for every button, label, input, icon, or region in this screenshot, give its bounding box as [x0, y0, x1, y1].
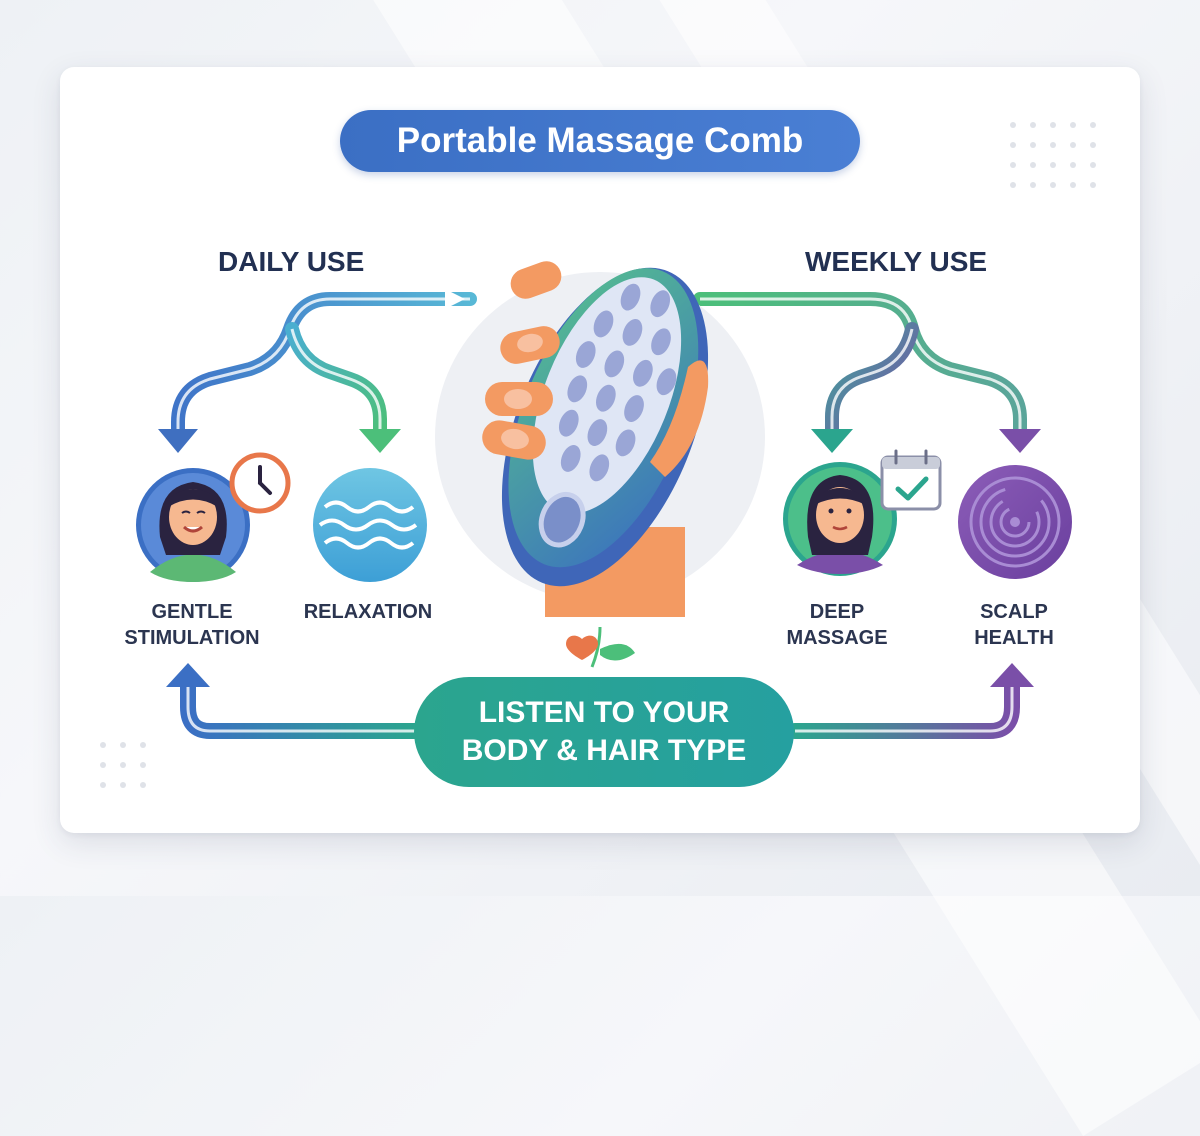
- daily-use-label: DAILY USE: [218, 246, 365, 277]
- scalp-health-label: SCALP HEALTH: [974, 601, 1054, 649]
- clock-icon: [229, 452, 291, 514]
- infographic-card: Portable Massage Comb DAILY USE WEEKLY U…: [60, 67, 1140, 833]
- relaxation-label: RELAXATION: [303, 601, 433, 623]
- page-title: Portable Massage Comb: [396, 121, 804, 160]
- banner-line-2: BODY & HAIR TYPE: [461, 734, 747, 767]
- spiral-icon: [958, 465, 1072, 579]
- listen-to-body-banner: LISTEN TO YOUR BODY & HAIR TYPE: [414, 677, 794, 787]
- dot-grid-decoration: [1010, 122, 1096, 188]
- gentle-stimulation-label: GENTLE STIMULATION: [124, 601, 260, 649]
- deep-massage-label: DEEP MASSAGE: [786, 601, 888, 649]
- calendar-check-icon: [880, 449, 942, 511]
- title-banner: Portable Massage Comb: [340, 110, 860, 172]
- flow-diagram: [136, 261, 1072, 739]
- dot-grid-decoration: [100, 742, 146, 788]
- gentle-stimulation-avatar: [136, 468, 250, 582]
- massage-comb-illustration: [435, 261, 765, 617]
- heart-sprout-icon: [566, 626, 635, 668]
- wave-icon: [313, 468, 427, 582]
- deep-massage-avatar: [783, 462, 897, 576]
- weekly-use-label: WEEKLY USE: [805, 246, 988, 277]
- banner-line-1: LISTEN TO YOUR: [478, 696, 730, 729]
